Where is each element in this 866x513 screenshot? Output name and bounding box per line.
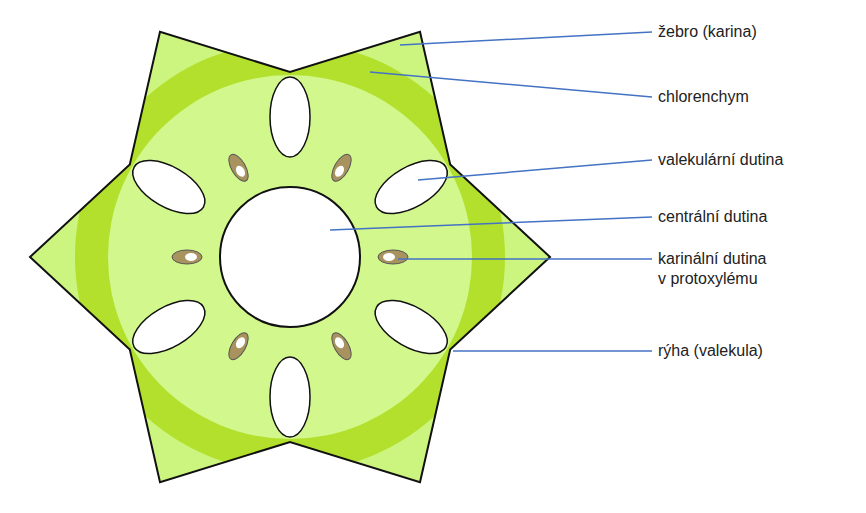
central-canal (220, 187, 360, 327)
stem-border (30, 32, 550, 482)
part-label: rýha (valekula) (658, 341, 763, 361)
part-label: valekulární dutina (658, 150, 783, 170)
stem-outline (30, 32, 550, 482)
part-label: chlorenchym (658, 87, 749, 107)
part-label: žebro (karina) (658, 22, 757, 42)
chlorenchyma-ring (75, 42, 505, 472)
inner-tissue (108, 75, 472, 439)
leader-lines (330, 32, 652, 351)
part-label: centrální dutina (658, 207, 767, 227)
part-label: karinální dutina v protoxylému (658, 249, 772, 289)
vallecular-canals (124, 77, 456, 437)
carinal-canals (172, 151, 408, 362)
